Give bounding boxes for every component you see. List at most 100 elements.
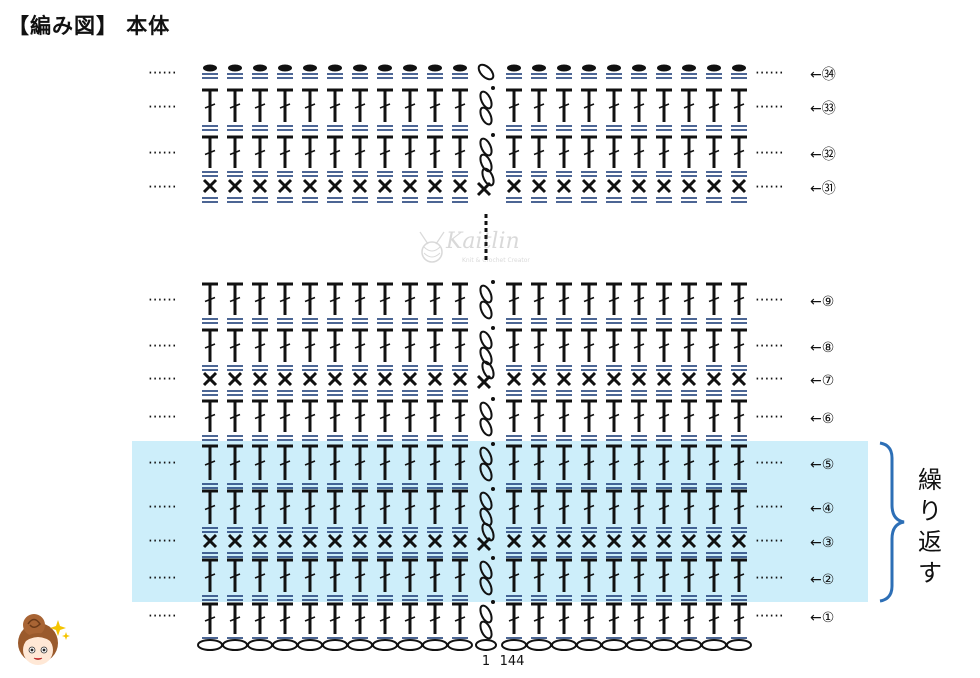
turning-chain — [479, 446, 493, 466]
dc-stitch-bar — [254, 504, 266, 511]
dc-stitch-bar — [708, 103, 720, 109]
dc-stitch-bar — [533, 616, 545, 622]
dc-stitch-bar — [254, 616, 266, 622]
dc-stitch-bar — [354, 573, 366, 579]
sc-stitch — [556, 371, 572, 387]
row-labels: ············←㉞············←㉝············… — [148, 64, 836, 626]
dc-stitch-bar — [229, 616, 241, 622]
row-dots-left: ······ — [148, 498, 177, 516]
dc-stitch-bar — [683, 296, 695, 303]
dc-stitch-bar — [508, 616, 520, 622]
slip-stitch — [507, 64, 521, 72]
sc-stitch — [202, 178, 218, 194]
dc-stitch-bar — [254, 573, 266, 579]
dc-stitch-bar — [708, 460, 720, 466]
dc-stitch-bar — [583, 343, 595, 349]
row-label: ←㉜ — [810, 147, 836, 163]
dc-stitch-bar — [354, 413, 366, 420]
sc-stitch — [377, 178, 393, 194]
dc-stitch-bar — [229, 103, 241, 109]
row-dots-left: ······ — [148, 607, 177, 625]
dc-stitch-bar — [658, 460, 670, 466]
dc-stitch-bar — [379, 413, 391, 420]
dc-stitch-bar — [229, 460, 241, 466]
row-dots-right: ······ — [755, 178, 784, 196]
dc-stitch-bar — [304, 460, 316, 466]
turning-chain — [479, 401, 493, 421]
dc-stitch-bar — [558, 149, 570, 156]
start-label-last: 144 — [500, 654, 525, 669]
slip-stitch — [582, 64, 596, 72]
slip-stitch — [707, 64, 721, 72]
dc-stitch-bar — [533, 103, 545, 109]
sc-stitch — [427, 371, 443, 387]
dc-stitch-bar — [658, 573, 670, 579]
dc-stitch-bar — [633, 149, 645, 156]
sc-stitch — [556, 178, 572, 194]
foundation-chain — [422, 639, 448, 651]
dc-stitch-bar — [279, 413, 291, 420]
dc-stitch-bar — [558, 413, 570, 420]
sc-stitch — [402, 371, 418, 387]
dc-stitch-bar — [683, 460, 695, 466]
dc-stitch-bar — [508, 103, 520, 109]
dc-stitch-bar — [683, 573, 695, 579]
sc-stitch — [531, 533, 547, 549]
row-dots-left: ······ — [148, 291, 177, 309]
dc-stitch-bar — [329, 573, 341, 579]
dc-stitch-bar — [533, 504, 545, 511]
turning-chain — [479, 106, 493, 126]
dc-stitch-bar — [329, 460, 341, 466]
dc-stitch-bar — [454, 296, 466, 303]
foundation-chain — [347, 639, 373, 651]
dc-stitch-bar — [404, 460, 416, 466]
row-label: ←⑧ — [810, 340, 834, 356]
sc-stitch — [581, 178, 597, 194]
dc-stitch-bar — [279, 573, 291, 579]
dc-stitch-bar — [583, 616, 595, 622]
row-label: ←⑤ — [810, 457, 834, 473]
foundation-chain — [651, 639, 677, 651]
dc-stitch-bar — [279, 460, 291, 466]
row-dots-right: ······ — [755, 370, 784, 388]
page-title: 【編み図】 本体 — [8, 14, 171, 38]
dc-stitch-bar — [733, 103, 745, 109]
sc-stitch — [606, 178, 622, 194]
sc-stitch — [656, 371, 672, 387]
dc-stitch-bar — [708, 149, 720, 156]
foundation-chain — [247, 639, 273, 651]
dc-stitch-bar — [254, 413, 266, 420]
dc-stitch-bar — [404, 343, 416, 349]
dc-stitch-bar — [608, 296, 620, 303]
dc-stitch-bar — [279, 343, 291, 349]
foundation-chain — [526, 639, 552, 651]
dc-stitch-bar — [354, 103, 366, 109]
foundation-chain — [272, 639, 298, 651]
dc-stitch-bar — [204, 296, 216, 303]
foundation-chain — [397, 639, 423, 651]
dc-stitch-bar — [379, 616, 391, 622]
watermark-text: Kaitlin — [445, 229, 520, 254]
dc-stitch-bar — [254, 103, 266, 109]
dc-stitch-bar — [379, 460, 391, 466]
dc-stitch-bar — [429, 616, 441, 622]
turning-chain — [479, 604, 493, 624]
sc-stitch — [531, 178, 547, 194]
row-label: ←④ — [810, 501, 834, 517]
row-dots-left: ······ — [148, 98, 177, 116]
dc-stitch-bar — [733, 573, 745, 579]
dc-stitch-bar — [683, 343, 695, 349]
sc-stitch — [631, 533, 647, 549]
turning-chain — [479, 330, 493, 350]
dc-stitch-bar — [683, 149, 695, 156]
start-label-first: 1 — [482, 654, 490, 669]
sc-stitch — [227, 371, 243, 387]
dc-stitch-bar — [708, 343, 720, 349]
sc-stitch — [731, 178, 747, 194]
dc-stitch-bar — [633, 573, 645, 579]
repeat-bracket — [879, 441, 905, 603]
turning-chain — [479, 620, 493, 640]
row-dots-left: ······ — [148, 408, 177, 426]
sc-stitch — [506, 533, 522, 549]
